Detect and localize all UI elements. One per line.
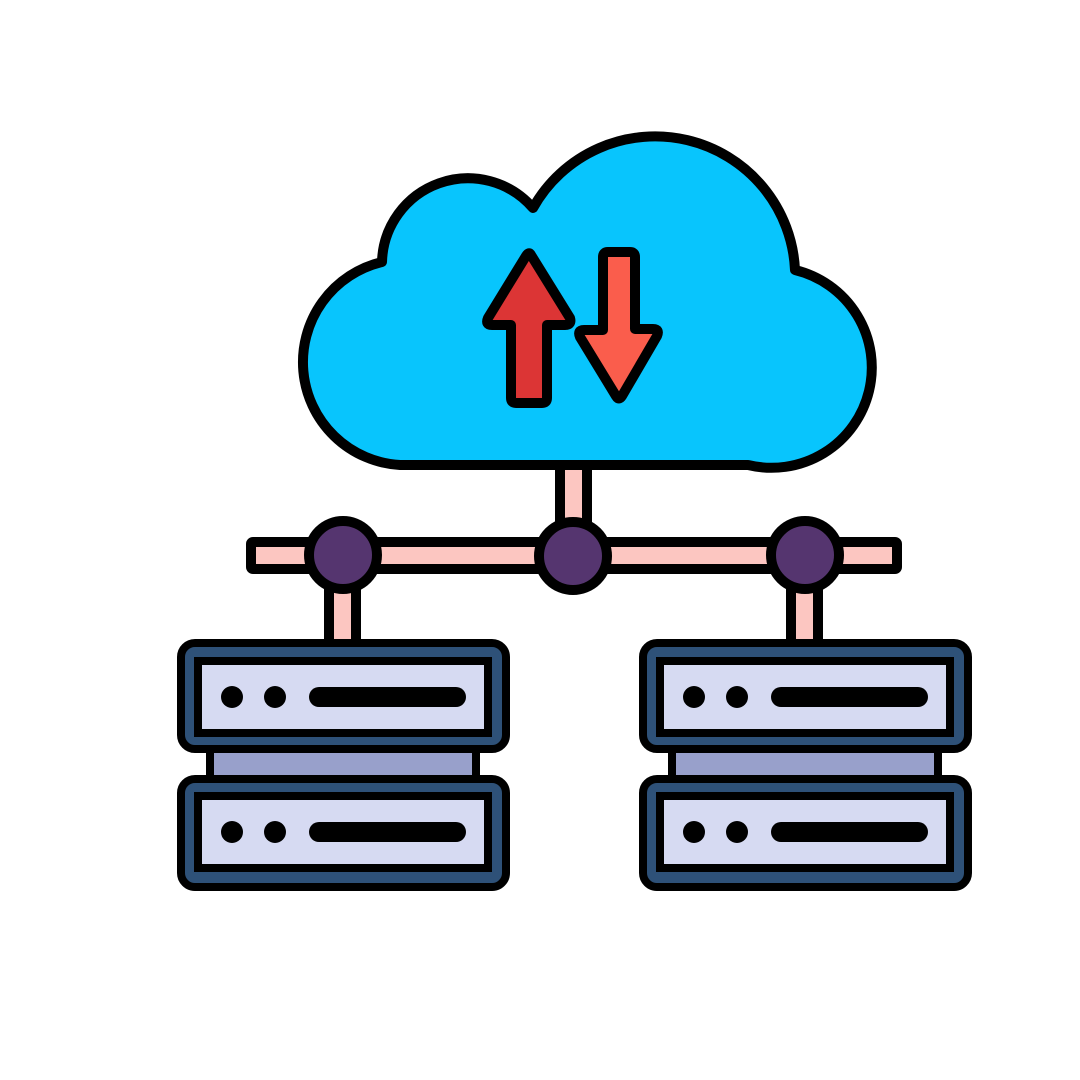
status-led xyxy=(221,686,243,708)
status-led xyxy=(726,686,748,708)
network-node-left xyxy=(304,516,382,594)
status-led xyxy=(683,686,705,708)
cloud-icon xyxy=(298,131,877,473)
status-led xyxy=(264,821,286,843)
server-rack-right xyxy=(639,639,972,891)
server-unit xyxy=(639,775,972,891)
server-unit xyxy=(177,639,510,753)
download-arrow-icon xyxy=(574,247,663,404)
status-led xyxy=(221,821,243,843)
status-led xyxy=(264,686,286,708)
status-led xyxy=(683,821,705,843)
network-node-right xyxy=(766,516,844,594)
server-unit xyxy=(177,775,510,891)
upload-arrow-icon xyxy=(482,248,576,408)
network-node-center xyxy=(534,517,612,595)
server-rack-left xyxy=(177,639,510,891)
status-led xyxy=(726,821,748,843)
network-nodes xyxy=(304,516,844,595)
server-unit xyxy=(639,639,972,753)
